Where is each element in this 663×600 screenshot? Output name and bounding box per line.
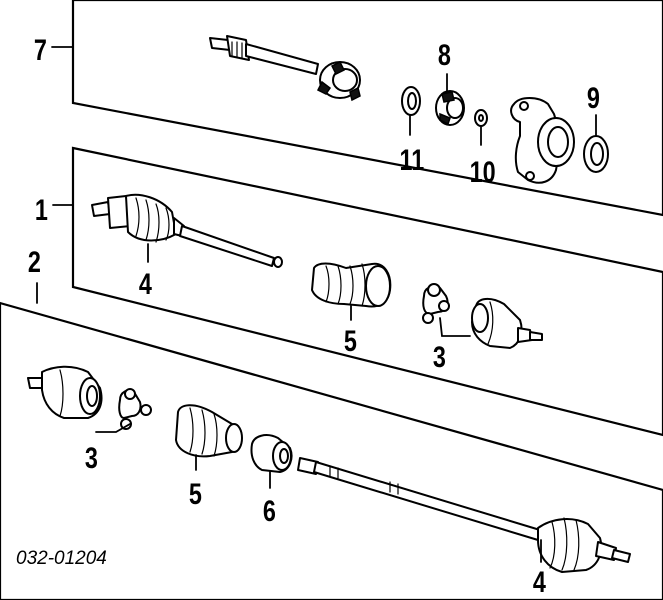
seal-ring-part-9: [583, 135, 609, 173]
tripod-joint-part-3a: [422, 283, 450, 324]
callout-5a: 5: [344, 324, 357, 357]
diagram-reference-code: 032-01204: [16, 548, 107, 569]
callout-11: 11: [399, 143, 424, 176]
inner-boot-part-5a: [311, 262, 392, 308]
panel-1-left-driveshaft-group: 1 4 5 3: [35, 146, 663, 437]
callout-9: 9: [587, 81, 600, 114]
callout-4b: 4: [533, 565, 546, 598]
tripod-joint-part-3b: [118, 388, 152, 430]
callout-5b: 5: [189, 477, 202, 510]
inboard-joint-housing-b: [27, 365, 103, 419]
callout-1: 1: [35, 193, 48, 226]
callout-2: 2: [28, 245, 41, 278]
washer-part-10: [474, 109, 488, 127]
callout-7: 7: [34, 33, 47, 66]
outboard-joint-shaft-assembly: [91, 193, 283, 268]
callout-4a: 4: [139, 267, 152, 300]
panel-2-right-driveshaft-group: 2 3 5 6 4 032-01204: [0, 245, 663, 600]
snap-ring-part-11: [401, 86, 421, 116]
panel-7-intermediate-shaft-group: 7 8 9 10 11: [34, 0, 663, 217]
inner-boot-part-5b: [175, 404, 243, 458]
callout-8: 8: [438, 38, 451, 71]
inboard-joint-housing-a: [471, 298, 543, 349]
bearing-support-bracket: [510, 97, 575, 184]
intermediate-shaft: [209, 35, 361, 102]
callout-3b: 3: [85, 441, 98, 474]
callout-3a: 3: [433, 340, 446, 373]
outboard-joint-shaft-assembly-b: [297, 457, 631, 573]
bearing-part-8: [435, 90, 465, 126]
callout-6: 6: [263, 494, 276, 527]
dynamic-damper-part-6: [250, 434, 293, 473]
callout-10: 10: [470, 155, 496, 188]
